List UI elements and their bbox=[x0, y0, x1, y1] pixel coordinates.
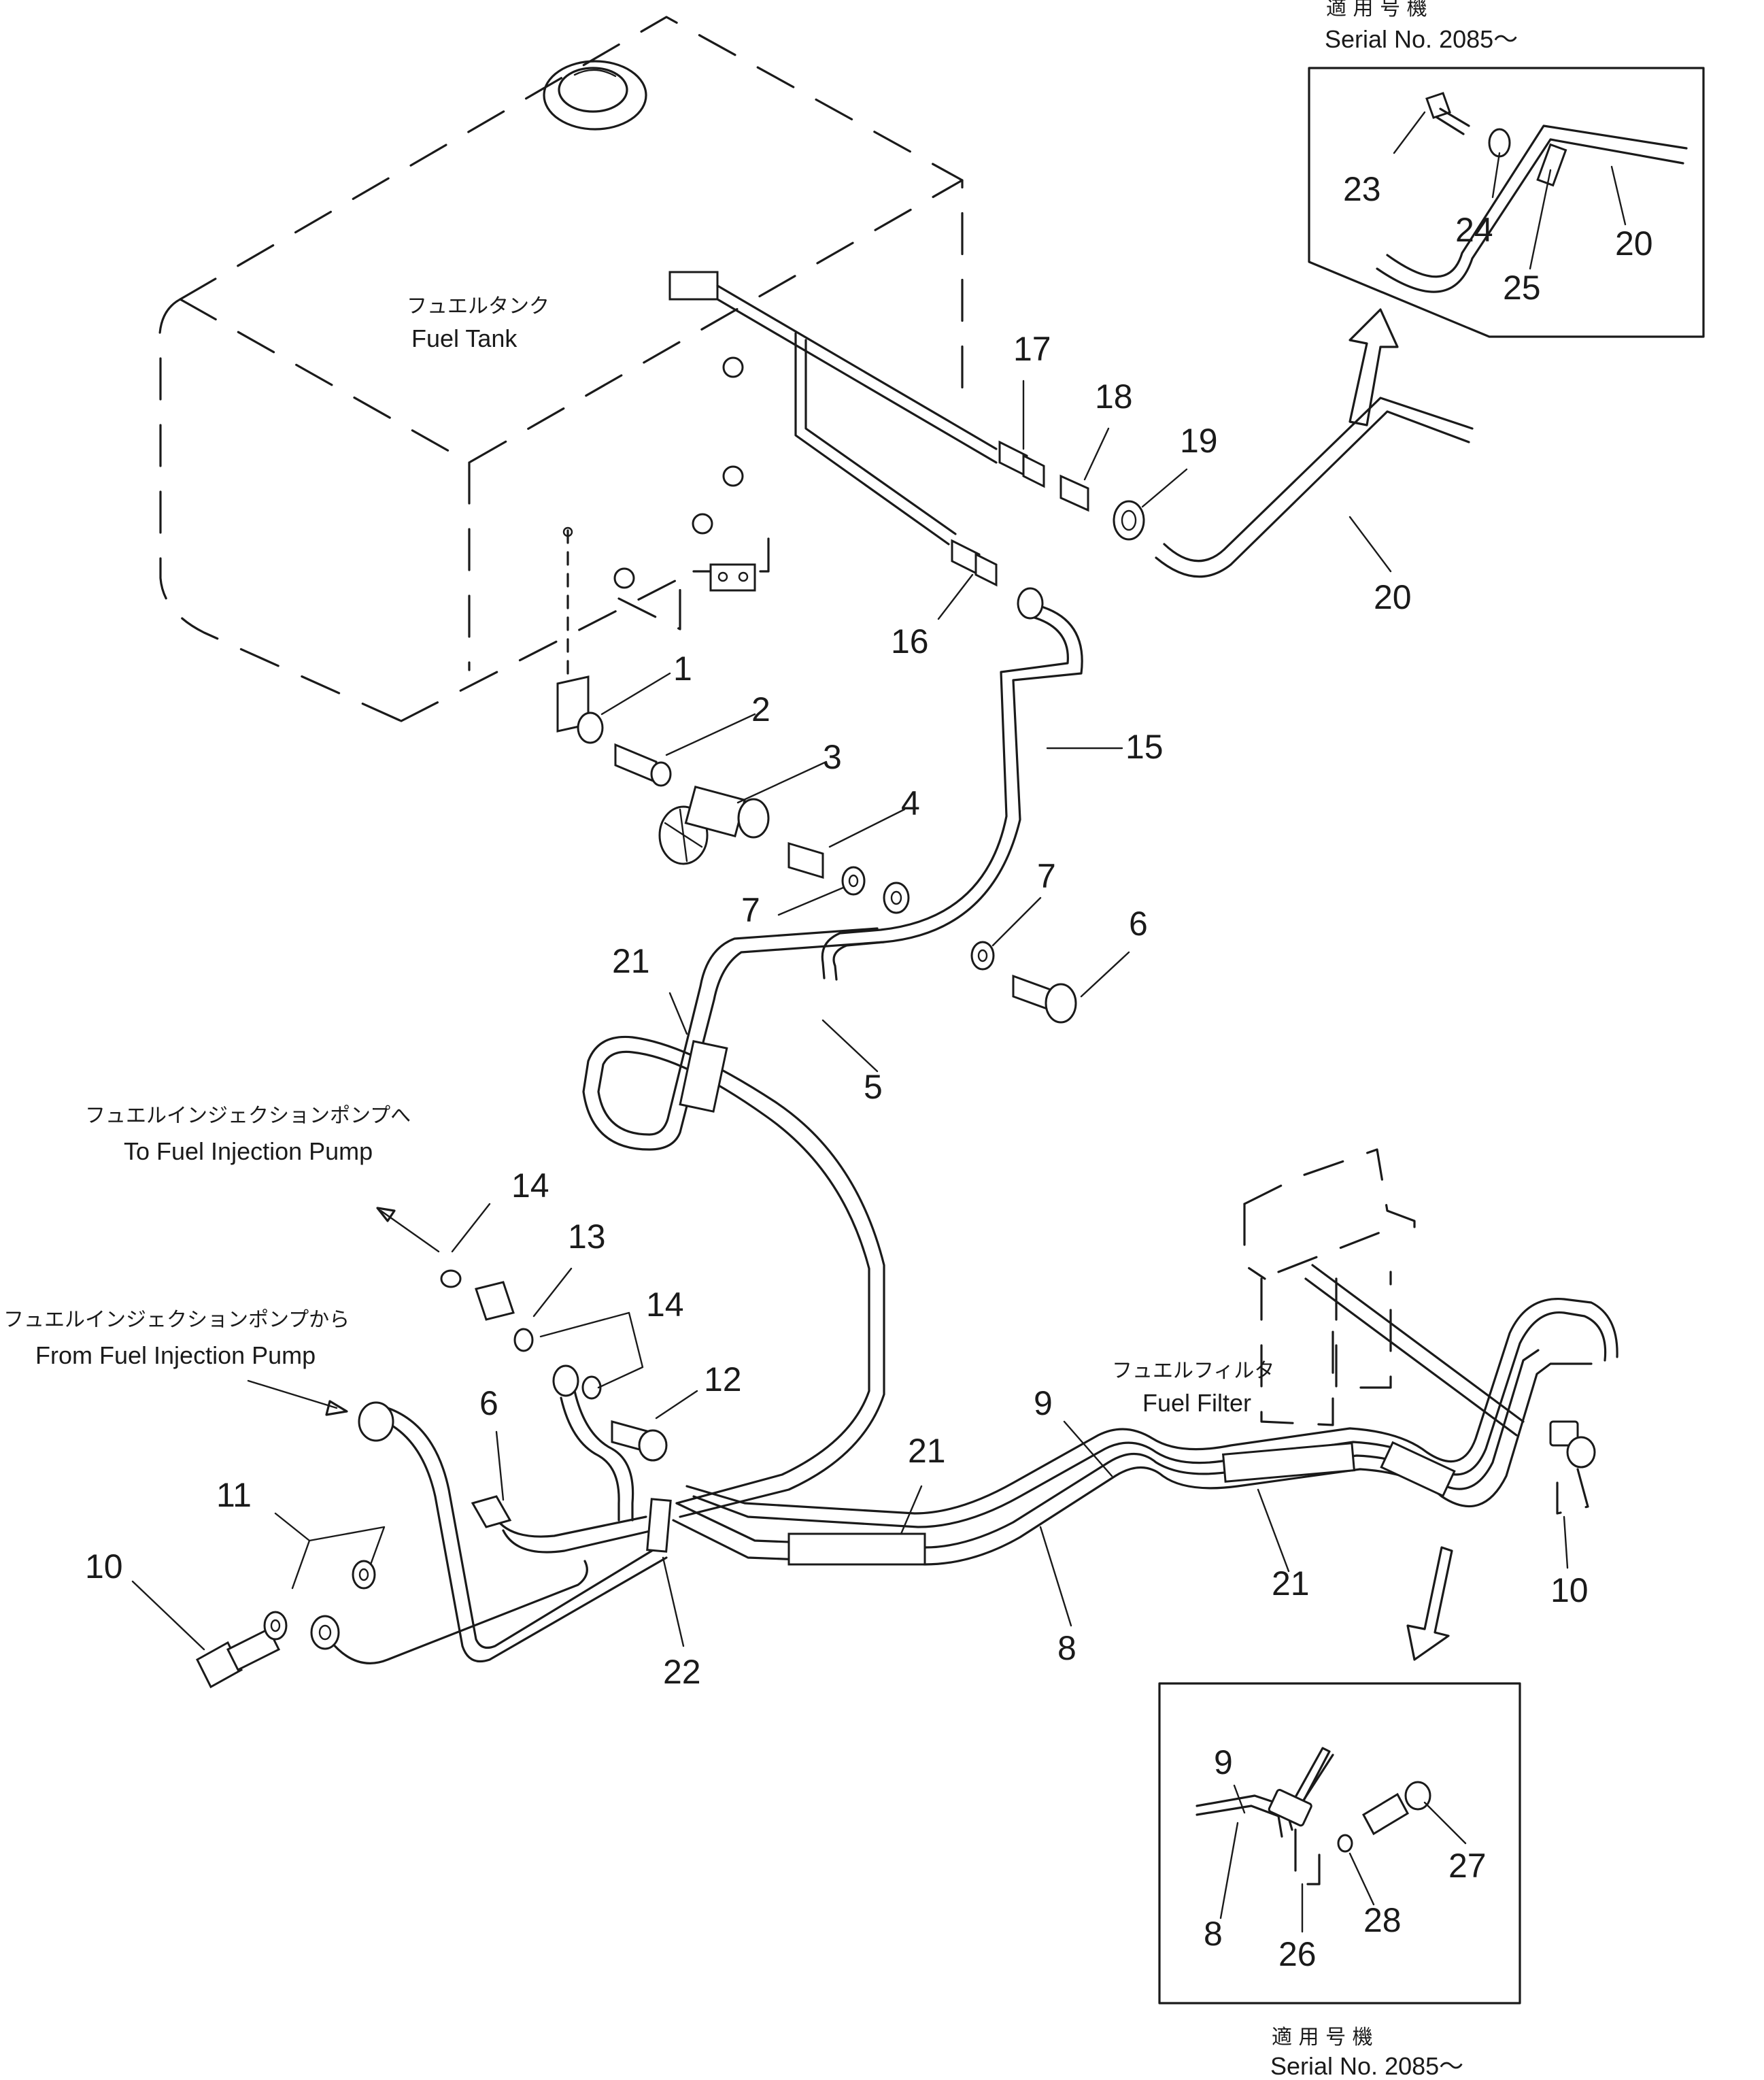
callout-4: 4 bbox=[901, 784, 920, 822]
callout-9-inset: 9 bbox=[1214, 1743, 1233, 1781]
callout-13: 13 bbox=[568, 1218, 606, 1256]
callout-28: 28 bbox=[1363, 1901, 1402, 1939]
to-pump-label-jp: フュエルインジェクションポンプへ bbox=[85, 1104, 411, 1128]
callout-9: 9 bbox=[1034, 1384, 1053, 1422]
callout-10a: 10 bbox=[85, 1547, 123, 1586]
injection-lines bbox=[440, 1269, 672, 1554]
callout-15: 15 bbox=[1125, 728, 1164, 766]
callout-20b: 20 bbox=[1615, 224, 1653, 263]
filter-label-en: Fuel Filter bbox=[1142, 1389, 1251, 1417]
pipe-20 bbox=[1155, 410, 1470, 578]
inset-bottom-serial: Serial No. 2085～ bbox=[1270, 2052, 1463, 2080]
callout-20a: 20 bbox=[1374, 578, 1412, 616]
pipe-15 bbox=[821, 587, 1083, 981]
callout-8-inset: 8 bbox=[1204, 1915, 1223, 1953]
valve-parts bbox=[556, 675, 1077, 1024]
callout-27: 27 bbox=[1448, 1847, 1487, 1885]
callout-6b: 6 bbox=[479, 1384, 498, 1422]
inset-bottom bbox=[1158, 1682, 1521, 2004]
callout-3: 3 bbox=[823, 738, 842, 776]
callout-23: 23 bbox=[1343, 170, 1381, 208]
callout-19: 19 bbox=[1180, 422, 1218, 460]
callout-14a: 14 bbox=[511, 1167, 549, 1205]
callout-21c: 21 bbox=[1272, 1564, 1310, 1603]
callout-18: 18 bbox=[1095, 378, 1133, 416]
inset-bottom-applicable: 適 用 号 機 bbox=[1272, 2026, 1373, 2049]
callout-11: 11 bbox=[216, 1476, 252, 1514]
parts-10-11-left bbox=[196, 1560, 376, 1689]
inset-top-serial: Serial No. 2085～ bbox=[1325, 25, 1518, 53]
callout-26: 26 bbox=[1278, 1935, 1317, 1973]
callout-16: 16 bbox=[891, 622, 929, 660]
callout-25: 25 bbox=[1503, 269, 1541, 307]
callout-6a: 6 bbox=[1129, 905, 1148, 943]
to-pump-label-en: To Fuel Injection Pump bbox=[124, 1137, 373, 1165]
tank-label-jp: フュエルタンク bbox=[407, 295, 549, 318]
from-pump-label-en: From Fuel Injection Pump bbox=[35, 1341, 316, 1369]
callout-12: 12 bbox=[704, 1360, 742, 1398]
callout-21b: 21 bbox=[908, 1432, 946, 1470]
callout-24: 24 bbox=[1455, 211, 1493, 249]
leader-lines bbox=[131, 111, 1627, 1933]
pump-direction-arrows bbox=[247, 1207, 440, 1416]
pipe-8-9 bbox=[672, 1297, 1618, 1566]
filter-label-jp: フュエルフィルタ bbox=[1112, 1359, 1274, 1383]
arrow-down-icon bbox=[1406, 1546, 1453, 1661]
inset-top bbox=[1308, 67, 1705, 338]
callout-5: 5 bbox=[864, 1068, 883, 1106]
callout-7b: 7 bbox=[1037, 857, 1056, 895]
inset-top-applicable: 適 用 号 機 bbox=[1326, 0, 1427, 20]
callout-2: 2 bbox=[751, 690, 770, 728]
callout-8: 8 bbox=[1057, 1629, 1076, 1667]
callout-7a: 7 bbox=[741, 891, 760, 929]
tank-label-en: Fuel Tank bbox=[411, 324, 518, 352]
callout-1: 1 bbox=[673, 650, 692, 688]
fuel-filter bbox=[1243, 1148, 1596, 1515]
callout-22: 22 bbox=[663, 1653, 701, 1691]
fuel-tank bbox=[158, 16, 964, 722]
callout-10b: 10 bbox=[1550, 1571, 1589, 1609]
arrow-up-icon bbox=[1349, 308, 1399, 426]
callout-21a: 21 bbox=[612, 942, 650, 980]
return-fittings bbox=[716, 284, 1145, 587]
pump-return-pipe bbox=[310, 1401, 668, 1664]
callout-17: 17 bbox=[1013, 330, 1051, 368]
from-pump-label-jp: フュエルインジェクションポンプから bbox=[3, 1308, 350, 1332]
pipe-5-21 bbox=[582, 927, 885, 1518]
callout-14b: 14 bbox=[646, 1286, 684, 1324]
